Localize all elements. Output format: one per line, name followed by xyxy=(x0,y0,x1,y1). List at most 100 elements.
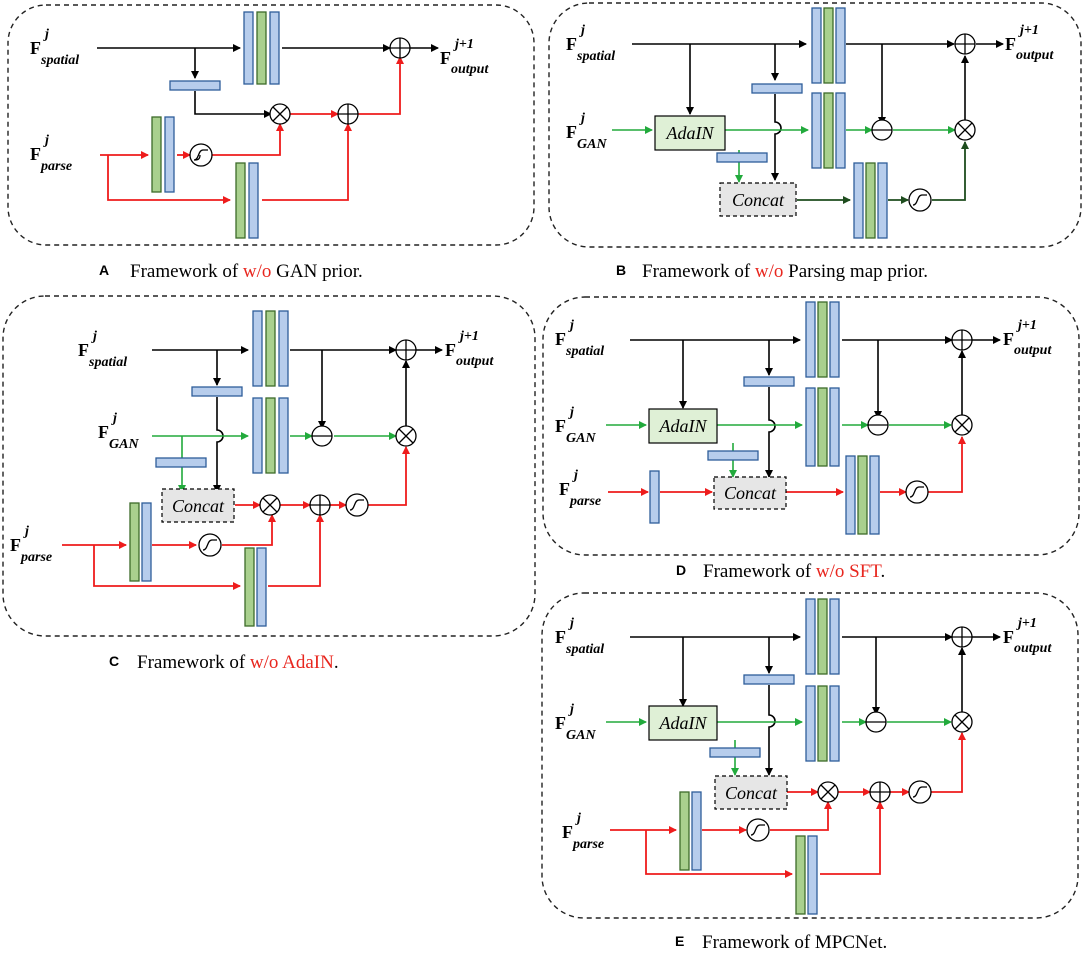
conv-block xyxy=(829,387,840,467)
label-sup-j1: j+1 xyxy=(458,329,479,344)
concat-block xyxy=(161,488,235,523)
caption-text: Framework of w/o SFT. xyxy=(703,561,885,582)
caption-b: B Framework of w/o Parsing map prior. xyxy=(616,261,928,282)
arrow xyxy=(268,514,324,587)
plus-icon xyxy=(309,494,331,516)
panel-c-frame xyxy=(2,295,536,637)
panel-d: Fspatial j Foutput j+1 FGAN j Fparse j xyxy=(542,296,1080,556)
conv-block xyxy=(252,310,263,387)
caption-letter: A xyxy=(99,262,109,278)
label-f-gan: FGAN xyxy=(98,422,139,452)
label-f-output: Foutput xyxy=(1003,329,1052,358)
conv-block xyxy=(857,455,868,535)
label-sup-j: j xyxy=(572,468,578,483)
caption-letter: E xyxy=(675,933,684,949)
arrow xyxy=(222,514,276,546)
label-sup-j: j xyxy=(111,411,117,426)
plus-icon xyxy=(395,339,417,361)
caption-a: A Framework of w/o GAN prior. xyxy=(99,261,363,282)
arrow xyxy=(645,830,793,878)
label-f-spatial: Fspatial xyxy=(30,38,79,68)
conv-block xyxy=(278,397,289,474)
conv-block xyxy=(164,116,175,193)
conv-block xyxy=(805,301,816,378)
adain-block xyxy=(648,705,718,741)
label-sup-j: j xyxy=(568,318,574,333)
conv-block xyxy=(235,162,246,239)
label-f-spatial: Fspatial xyxy=(566,34,615,64)
conv-block xyxy=(795,835,806,915)
conv-block xyxy=(248,162,259,239)
panel-e: Fspatial j Foutput j+1 FGAN j Fparse j xyxy=(541,592,1079,919)
conv-block xyxy=(709,747,761,758)
conv-block xyxy=(877,162,888,239)
label-sup-j1: j+1 xyxy=(1016,616,1037,631)
conv-block xyxy=(817,387,828,467)
multiply-icon xyxy=(269,103,291,125)
label-sup-j: j xyxy=(568,405,574,420)
conv-block xyxy=(835,7,846,84)
concat-label: Concat xyxy=(172,496,225,516)
plus-icon xyxy=(951,329,973,351)
plus-icon xyxy=(337,103,359,125)
conv-block xyxy=(141,502,152,582)
label-sup-j: j xyxy=(579,111,585,126)
panel-a: Fspatial j Foutput j+1 Fparse j xyxy=(7,4,535,246)
minus-icon xyxy=(871,119,893,141)
plus-icon xyxy=(951,626,973,648)
arrow xyxy=(213,397,224,493)
concat-block xyxy=(713,476,787,510)
adain-block xyxy=(654,115,726,151)
label-f-parse: Fparse xyxy=(10,535,52,565)
caption-letter: D xyxy=(676,562,686,578)
concat-label: Concat xyxy=(724,483,777,503)
label-sup-j: j xyxy=(23,524,29,539)
label-sup-j1: j+1 xyxy=(1016,318,1037,333)
conv-block xyxy=(265,397,276,474)
conv-block xyxy=(811,7,822,84)
label-f-output: Foutput xyxy=(445,340,494,369)
label-sup-j: j xyxy=(43,133,49,148)
arrow xyxy=(765,387,776,478)
conv-block xyxy=(256,547,267,627)
minus-icon xyxy=(867,414,889,436)
conv-block xyxy=(751,83,803,94)
arrow xyxy=(765,685,776,776)
concat-label: Concat xyxy=(732,190,785,210)
conv-block xyxy=(829,685,840,762)
conv-block xyxy=(278,310,289,387)
conv-block xyxy=(191,386,243,397)
arrow xyxy=(262,123,352,201)
multiply-icon xyxy=(395,425,417,447)
arrow xyxy=(212,123,284,156)
conv-block xyxy=(252,397,263,474)
panel-d-frame xyxy=(542,296,1080,556)
label-sup-j: j xyxy=(575,811,581,826)
conv-block xyxy=(679,791,690,871)
arrow xyxy=(771,94,782,181)
conv-block xyxy=(805,598,816,675)
label-sup-j: j xyxy=(43,27,49,42)
sigmoid-icon xyxy=(345,493,369,517)
conv-block xyxy=(865,162,876,239)
sigmoid-icon xyxy=(905,480,929,504)
adain-label: AdaIN xyxy=(659,416,708,436)
multiply-icon xyxy=(817,781,839,803)
caption-text: Framework of MPCNet. xyxy=(702,932,887,953)
label-f-output: Foutput xyxy=(440,48,489,77)
arrow xyxy=(932,141,969,201)
arrow xyxy=(931,732,966,793)
arrow xyxy=(928,436,966,493)
label-f-spatial: Fspatial xyxy=(555,627,604,657)
label-sup-j: j xyxy=(579,23,585,38)
arrow xyxy=(358,56,404,115)
sigmoid-icon xyxy=(746,818,770,842)
label-f-spatial: Fspatial xyxy=(78,340,127,370)
arrow xyxy=(107,155,231,204)
label-f-output: Foutput xyxy=(1003,627,1052,656)
sigmoid-icon xyxy=(189,143,213,167)
panel-b-frame xyxy=(548,2,1082,248)
conv-block xyxy=(805,685,816,762)
label-f-parse: Fparse xyxy=(30,144,72,174)
